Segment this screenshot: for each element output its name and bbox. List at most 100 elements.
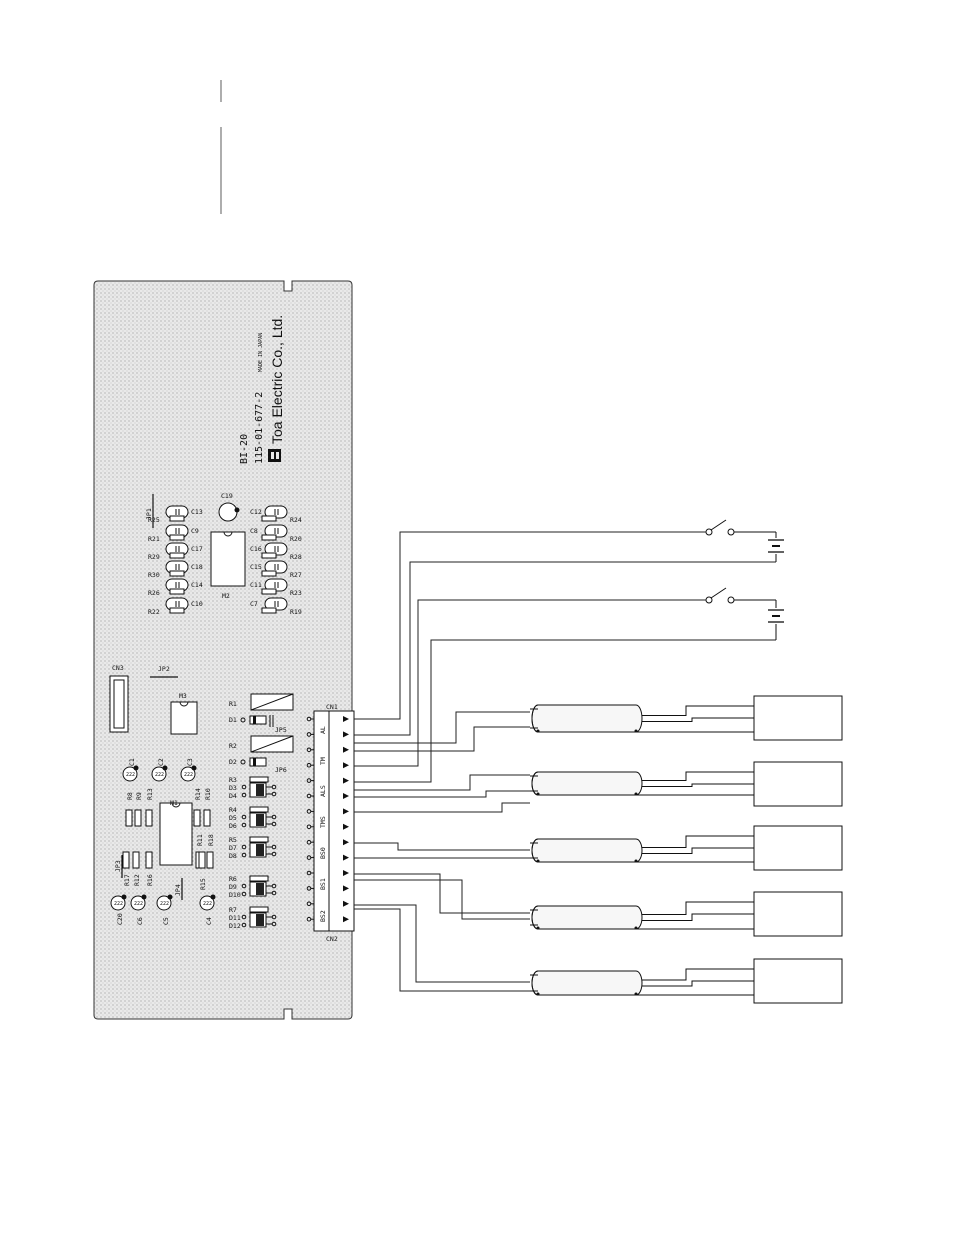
terminal-pin-icon	[343, 854, 349, 861]
capacitor-label: C6	[136, 917, 144, 925]
diode-label: D11	[229, 914, 241, 922]
capacitor-label: C11	[250, 581, 262, 589]
capacitor-label: C9	[191, 527, 199, 535]
resistor-label: R24	[290, 516, 302, 524]
capacitor-label: C18	[191, 563, 203, 571]
resistor-label: R8	[126, 792, 134, 800]
capacitor-label: C3	[186, 758, 194, 766]
resistor-icon	[206, 851, 214, 869]
terminal-pin-icon	[343, 900, 349, 907]
sensor-box	[753, 695, 843, 741]
sensor-box	[753, 761, 843, 807]
sensor-box	[753, 825, 843, 871]
capacitor-label: C4	[205, 917, 213, 925]
resistor-label: R19	[290, 608, 302, 616]
capacitor-label: C8	[250, 527, 258, 535]
capacitor-icon	[199, 895, 215, 911]
resistor-label: R29	[148, 553, 160, 561]
capacitor-label: C2	[157, 758, 165, 766]
resistor-label: R21	[148, 535, 160, 543]
capacitor-label: C10	[191, 600, 203, 608]
resistor-icon	[198, 851, 206, 869]
switch-icon	[705, 587, 776, 604]
capacitor-label: C7	[250, 600, 258, 608]
m2-label: M2	[222, 592, 230, 600]
maker-name: Toa Electric Co., Ltd.	[269, 315, 285, 444]
capacitor-label: C1	[128, 758, 136, 766]
diode-label: D3	[229, 784, 237, 792]
resistor-label: R7	[229, 906, 237, 914]
resistor-icon	[169, 588, 185, 595]
terminal-pin-icon	[343, 808, 349, 815]
resistor-label: R9	[135, 792, 143, 800]
diode-label: D12	[229, 922, 241, 930]
terminal-pin-icon	[343, 870, 349, 876]
resistor-label: R25	[148, 516, 160, 524]
resistor-label: R12	[133, 874, 141, 886]
capacitor-marking: 222	[134, 901, 143, 907]
pin-label: BS2	[319, 910, 327, 922]
resistor-label: R3	[229, 776, 237, 784]
resistor-label: R4	[229, 806, 237, 814]
resistor-icon	[261, 588, 277, 595]
capacitor-icon	[110, 895, 126, 911]
switch-battery-group	[705, 519, 784, 640]
capacitor-icon	[122, 766, 138, 782]
terminal-pin-icon	[343, 716, 349, 722]
capacitor-label: C14	[191, 581, 203, 589]
sensor-box	[753, 891, 843, 937]
resistor-icon	[203, 809, 211, 827]
resistor-label: R13	[146, 788, 154, 800]
r1-label: R1	[229, 700, 237, 708]
pin-label: BS1	[319, 878, 327, 890]
capacitor-marking: 222	[126, 772, 135, 778]
capacitor-marking: 222	[160, 901, 169, 907]
coax-cable-icon	[531, 704, 643, 733]
jp2-label: JP2	[158, 665, 170, 673]
pcb-board	[93, 280, 353, 1020]
capacitor-label: C12	[250, 508, 262, 516]
cn3-label: CN3	[112, 664, 124, 672]
toa-logo-icon	[268, 449, 281, 462]
terminal-pin-icon	[343, 777, 349, 784]
pin-label: ALS	[319, 785, 327, 797]
terminal-pin-icon	[343, 823, 349, 830]
d1-label: D1	[229, 716, 237, 724]
resistor-icon	[249, 875, 269, 882]
battery-icon	[768, 600, 784, 640]
terminal-pin-icon	[343, 746, 349, 753]
resistor-label: R6	[229, 875, 237, 883]
diode-label: D7	[229, 844, 237, 852]
resistor-label: R15	[199, 878, 207, 890]
capacitor-marking: 222	[155, 772, 164, 778]
m1-label: M1	[170, 799, 178, 807]
sensor-box	[753, 958, 843, 1004]
jp1-label: JP1	[145, 508, 153, 520]
resistor-icon	[261, 607, 277, 614]
upper-component-bank: JP1 C19 M2 C13R25C9R21C17R29C18R30C14R26…	[145, 492, 302, 616]
origin-label: MADE IN JAPAN	[258, 333, 264, 372]
resistor-icon	[261, 515, 277, 522]
part-number: 115-01-677-2	[254, 392, 265, 464]
pin-label: BS0	[319, 847, 327, 859]
resistor-label: R27	[290, 571, 302, 579]
capacitor-marking: 222	[184, 772, 193, 778]
resistor-icon	[249, 776, 269, 783]
coax-cables	[530, 704, 754, 996]
resistor-icon	[145, 851, 153, 869]
resistor-icon	[193, 809, 201, 827]
resistor-icon	[249, 836, 269, 843]
pin-label: AL	[319, 726, 327, 734]
relay-diode-column: R1 D1 JP5 R2 D2 JP6 R3D3D4R4D5D6R5D7D8R6…	[229, 693, 294, 930]
terminal-pin-icon	[343, 916, 349, 923]
capacitor-marking: 222	[203, 901, 212, 907]
external-wiring	[354, 531, 776, 992]
coax-cable-icon	[531, 905, 643, 930]
resistor-icon	[169, 534, 185, 541]
capacitor-icon	[130, 895, 146, 911]
diode-label: D4	[229, 792, 237, 800]
capacitor-marking: 222	[114, 901, 123, 907]
